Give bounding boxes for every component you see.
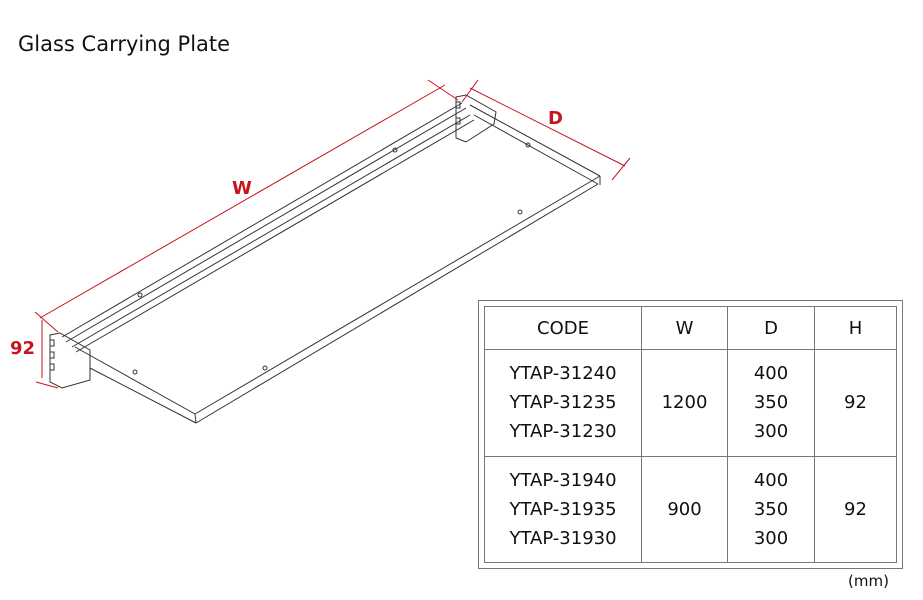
code: YTAP-31230 [509,421,617,443]
height-label: 92 [10,338,36,359]
depth-value: 350 [753,392,789,414]
depth-value: 350 [753,498,789,520]
unit-label: (mm) [848,572,889,590]
h-cell: 92 [814,455,897,563]
depth-value: 400 [753,363,789,385]
table-row: YTAP-31240 YTAP-31235 YTAP-31230 1200 40… [484,349,897,457]
code: YTAP-31235 [509,392,617,414]
d-cell: 400 350 300 [727,349,815,457]
width-label: W [232,178,252,199]
code: YTAP-31935 [509,498,617,520]
depth-label: D [548,108,563,129]
w-cell: 900 [641,455,728,563]
table-row: YTAP-31940 YTAP-31935 YTAP-31930 900 400… [484,455,897,563]
w-cell: 1200 [641,349,728,457]
width-dimension-line [39,84,446,319]
code-cell: YTAP-31240 YTAP-31235 YTAP-31230 [484,349,642,457]
header-w: W [641,306,728,350]
table-frame [478,300,903,569]
page-title: Glass Carrying Plate [18,32,231,56]
depth-value: 300 [753,421,789,443]
d-cell: 400 350 300 [727,455,815,563]
code-cell: YTAP-31940 YTAP-31935 YTAP-31930 [484,455,642,563]
header-code: CODE [484,306,642,350]
header-d: D [727,306,815,350]
shelf-frame [49,94,601,424]
depth-value: 400 [753,469,789,491]
dimension-lines [34,79,631,389]
code: YTAP-31940 [509,469,617,491]
code: YTAP-31930 [509,527,617,549]
spec-table: CODE W D H YTAP-31240 YTAP-31235 YTAP-31… [484,306,897,563]
code: YTAP-31240 [509,363,617,385]
depth-dimension-line [469,87,626,167]
table-header-row: CODE W D H [484,306,897,350]
h-cell: 92 [814,349,897,457]
depth-value: 300 [753,527,789,549]
header-h: H [814,306,897,350]
